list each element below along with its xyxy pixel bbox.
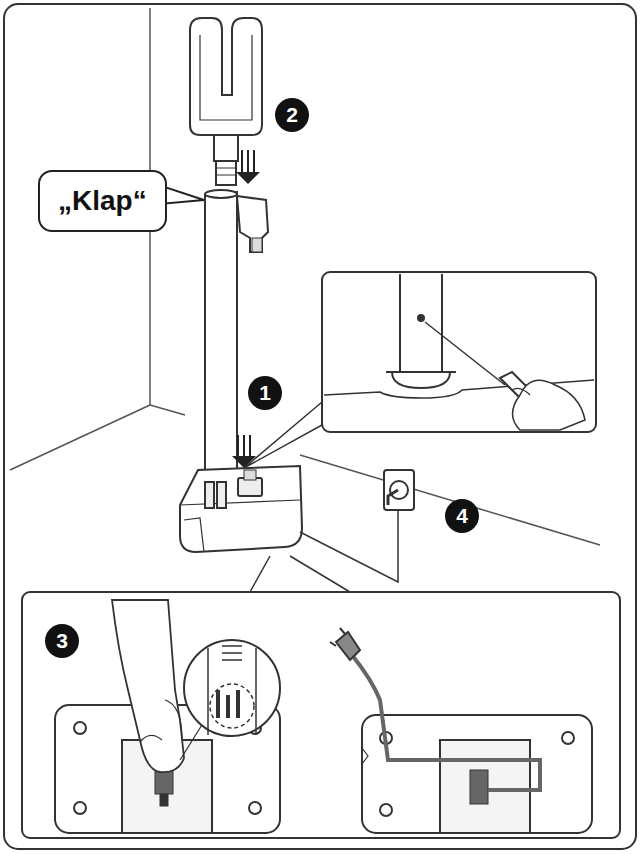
handle-holder-part (190, 18, 262, 135)
magnifier (180, 640, 280, 760)
handle-holder-part (216, 161, 236, 185)
bottom-inset (22, 592, 620, 838)
base-underside-cord-part (440, 740, 530, 833)
base-underside-cord (330, 628, 592, 833)
bubble-text: „Klap“ (58, 184, 147, 218)
hand-part (140, 735, 162, 742)
screw-inset (322, 272, 596, 432)
callout-number: 4 (446, 500, 478, 532)
down-arrow-part (249, 435, 251, 456)
bottom-inset-leader-part (290, 556, 350, 592)
magnifier-part (210, 684, 254, 728)
callout-number: 2 (276, 99, 308, 131)
charging-base-part (244, 470, 256, 480)
inset-leader (244, 402, 322, 468)
magnifier-part (255, 648, 257, 735)
wall-socket (384, 470, 414, 510)
hand (112, 600, 184, 772)
pole-part (205, 190, 237, 198)
base-underside-part (160, 794, 168, 806)
base-underside-cord-part (362, 715, 592, 833)
bottom-inset-leader (250, 556, 350, 592)
magnifier-part (222, 645, 242, 647)
magnifier-part (207, 648, 209, 735)
speech-bubble: „Klap“ (38, 170, 167, 232)
screw-inset-part (513, 380, 586, 430)
screw-inset-part (322, 272, 596, 432)
callout-circles-part (445, 499, 479, 533)
outer-frame (4, 4, 636, 849)
charging-base (180, 466, 302, 552)
screw-inset-part (399, 274, 401, 372)
down-arrow-part (237, 435, 239, 456)
callout-circles-part (45, 624, 79, 658)
base-underside-cord-part (330, 642, 336, 646)
handle-holder (190, 18, 262, 185)
down-arrow-part (236, 172, 260, 184)
pole-part (205, 192, 237, 480)
callout-circles-part (275, 98, 309, 132)
base-underside-part (249, 802, 261, 814)
bottom-inset-part (22, 592, 620, 838)
base-underside-cord-part (562, 732, 574, 744)
handle-holder-part (216, 175, 236, 176)
hand-part (165, 700, 182, 740)
screw-inset-part (418, 315, 424, 321)
charging-base-part (217, 482, 226, 508)
magnifier-part (222, 659, 242, 661)
charging-base-part (180, 500, 300, 505)
wall-socket-part (384, 470, 414, 510)
wall-corner-part (10, 405, 150, 470)
down-arrow-part (253, 150, 255, 172)
wall-corner (10, 8, 600, 545)
magnifier-part (236, 690, 240, 718)
wall-corner-part (300, 455, 600, 545)
base-underside-part (74, 722, 86, 734)
wall-socket-part (388, 490, 398, 505)
bottom-inset-leader-part (250, 556, 270, 592)
handle-holder-part (216, 168, 236, 169)
screw-inset-part (441, 274, 443, 372)
screw-inset-part (425, 322, 505, 385)
handle-holder-part (200, 35, 252, 120)
down-arrow-part (247, 150, 249, 172)
base-underside-cord-part (340, 628, 345, 634)
magnifier-part (222, 652, 242, 654)
wall-socket-part (390, 481, 408, 499)
charging-base-part (205, 482, 214, 508)
pole-part (252, 238, 262, 252)
down-arrow (236, 150, 260, 184)
hand-part (112, 600, 184, 772)
screw-inset-part (512, 388, 530, 395)
charging-base-part (180, 466, 302, 552)
callout-number: 3 (46, 625, 78, 657)
base-underside-cord-part (336, 632, 360, 660)
down-arrow-part (243, 435, 245, 456)
pole-part (237, 196, 268, 252)
callout-circles-part (248, 376, 282, 410)
inset-leader-part (244, 402, 322, 468)
wall-corner-part (150, 405, 185, 415)
charging-base-part (184, 518, 204, 552)
screw-inset-part (392, 372, 450, 388)
callout-number: 1 (249, 377, 281, 409)
pole (205, 190, 268, 480)
handle-holder-part (214, 135, 238, 161)
base-underside-cord-part (362, 748, 368, 764)
down-arrow-part (241, 150, 243, 172)
base-underside-cord-part (352, 655, 540, 790)
screw-inset-part (386, 371, 456, 373)
magnifier-part (216, 690, 220, 718)
base-underside-cord-part (380, 804, 392, 816)
magnifier-part (226, 695, 230, 718)
charging-base-part (238, 478, 262, 496)
base-underside-part (74, 802, 86, 814)
base-underside-cord-part (470, 770, 488, 804)
magnifier-part (184, 640, 280, 736)
